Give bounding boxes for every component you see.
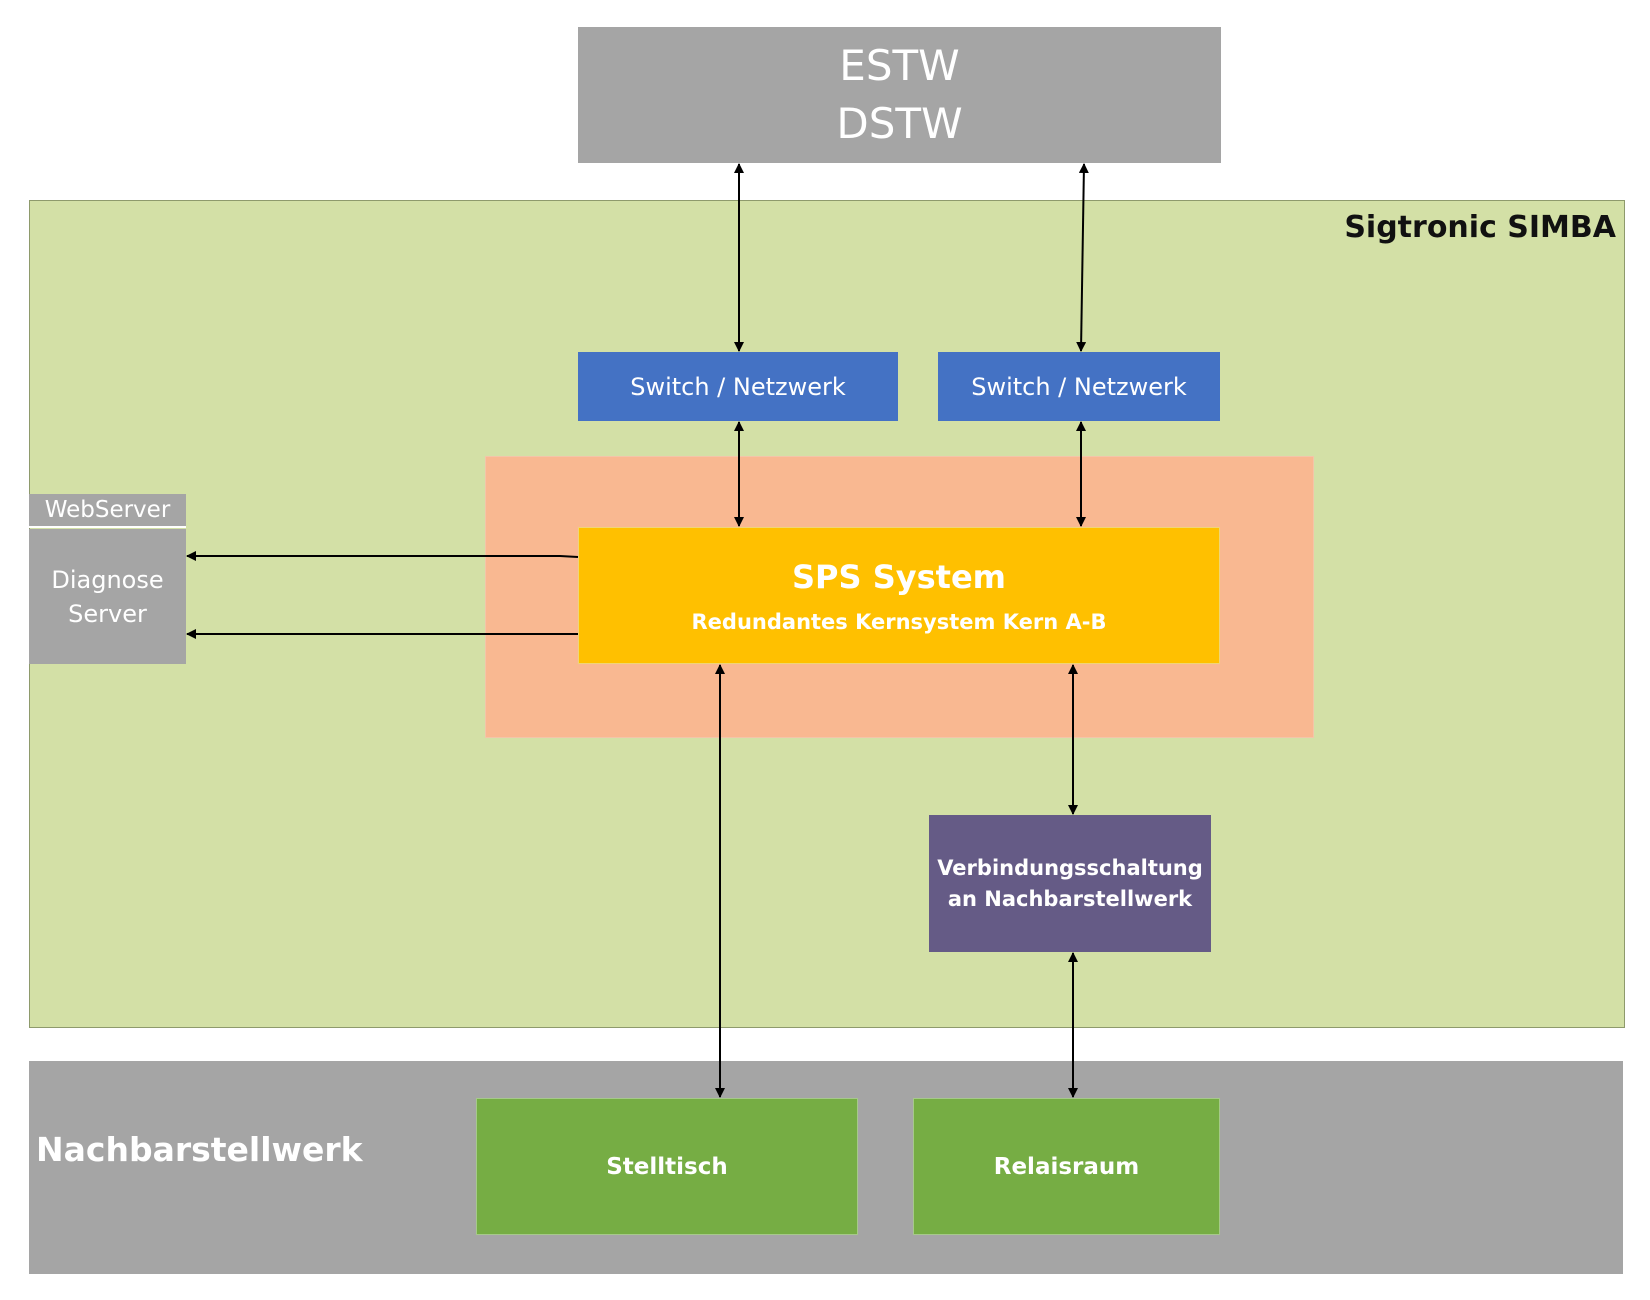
switch-left-label: Switch / Netzwerk bbox=[630, 372, 846, 401]
relaisraum-label: Relaisraum bbox=[993, 1153, 1140, 1180]
dstw-label: DSTW bbox=[836, 99, 963, 148]
stelltisch-box: Stelltisch bbox=[476, 1098, 858, 1235]
estw-label: ESTW bbox=[839, 41, 960, 90]
arrow-sps-diagnose-upper bbox=[186, 551, 579, 561]
arrow-estw-switch-right bbox=[1076, 163, 1089, 352]
webserver-label-box: WebServer bbox=[29, 494, 186, 528]
verbindung-line2: an Nachbarstellwerk bbox=[947, 886, 1193, 911]
verbindung-line1: Verbindungsschaltung bbox=[937, 855, 1203, 880]
estw-dstw-box: ESTW DSTW bbox=[578, 27, 1221, 163]
webserver-label: WebServer bbox=[44, 497, 171, 523]
nachbarstellwerk-title: Nachbarstellwerk bbox=[36, 1130, 363, 1169]
simba-title: Sigtronic SIMBA bbox=[1344, 210, 1616, 245]
diagnose-line1: Diagnose bbox=[51, 565, 164, 594]
sps-system-box: SPS System Redundantes Kernsystem Kern A… bbox=[578, 527, 1220, 664]
stelltisch-label: Stelltisch bbox=[606, 1153, 728, 1180]
relaisraum-box: Relaisraum bbox=[913, 1098, 1220, 1235]
sps-subtitle: Redundantes Kernsystem Kern A-B bbox=[691, 609, 1107, 634]
diagnose-server-box: Diagnose Server bbox=[29, 529, 186, 664]
verbindungsschaltung-box: Verbindungsschaltung an Nachbarstellwerk bbox=[929, 815, 1211, 952]
sigtronic-simba-region bbox=[29, 200, 1625, 1028]
switch-netzwerk-left: Switch / Netzwerk bbox=[578, 352, 898, 421]
sps-title: SPS System bbox=[792, 557, 1006, 596]
switch-netzwerk-right: Switch / Netzwerk bbox=[938, 352, 1220, 421]
diagnose-line2: Server bbox=[68, 599, 147, 628]
switch-right-label: Switch / Netzwerk bbox=[971, 372, 1187, 401]
